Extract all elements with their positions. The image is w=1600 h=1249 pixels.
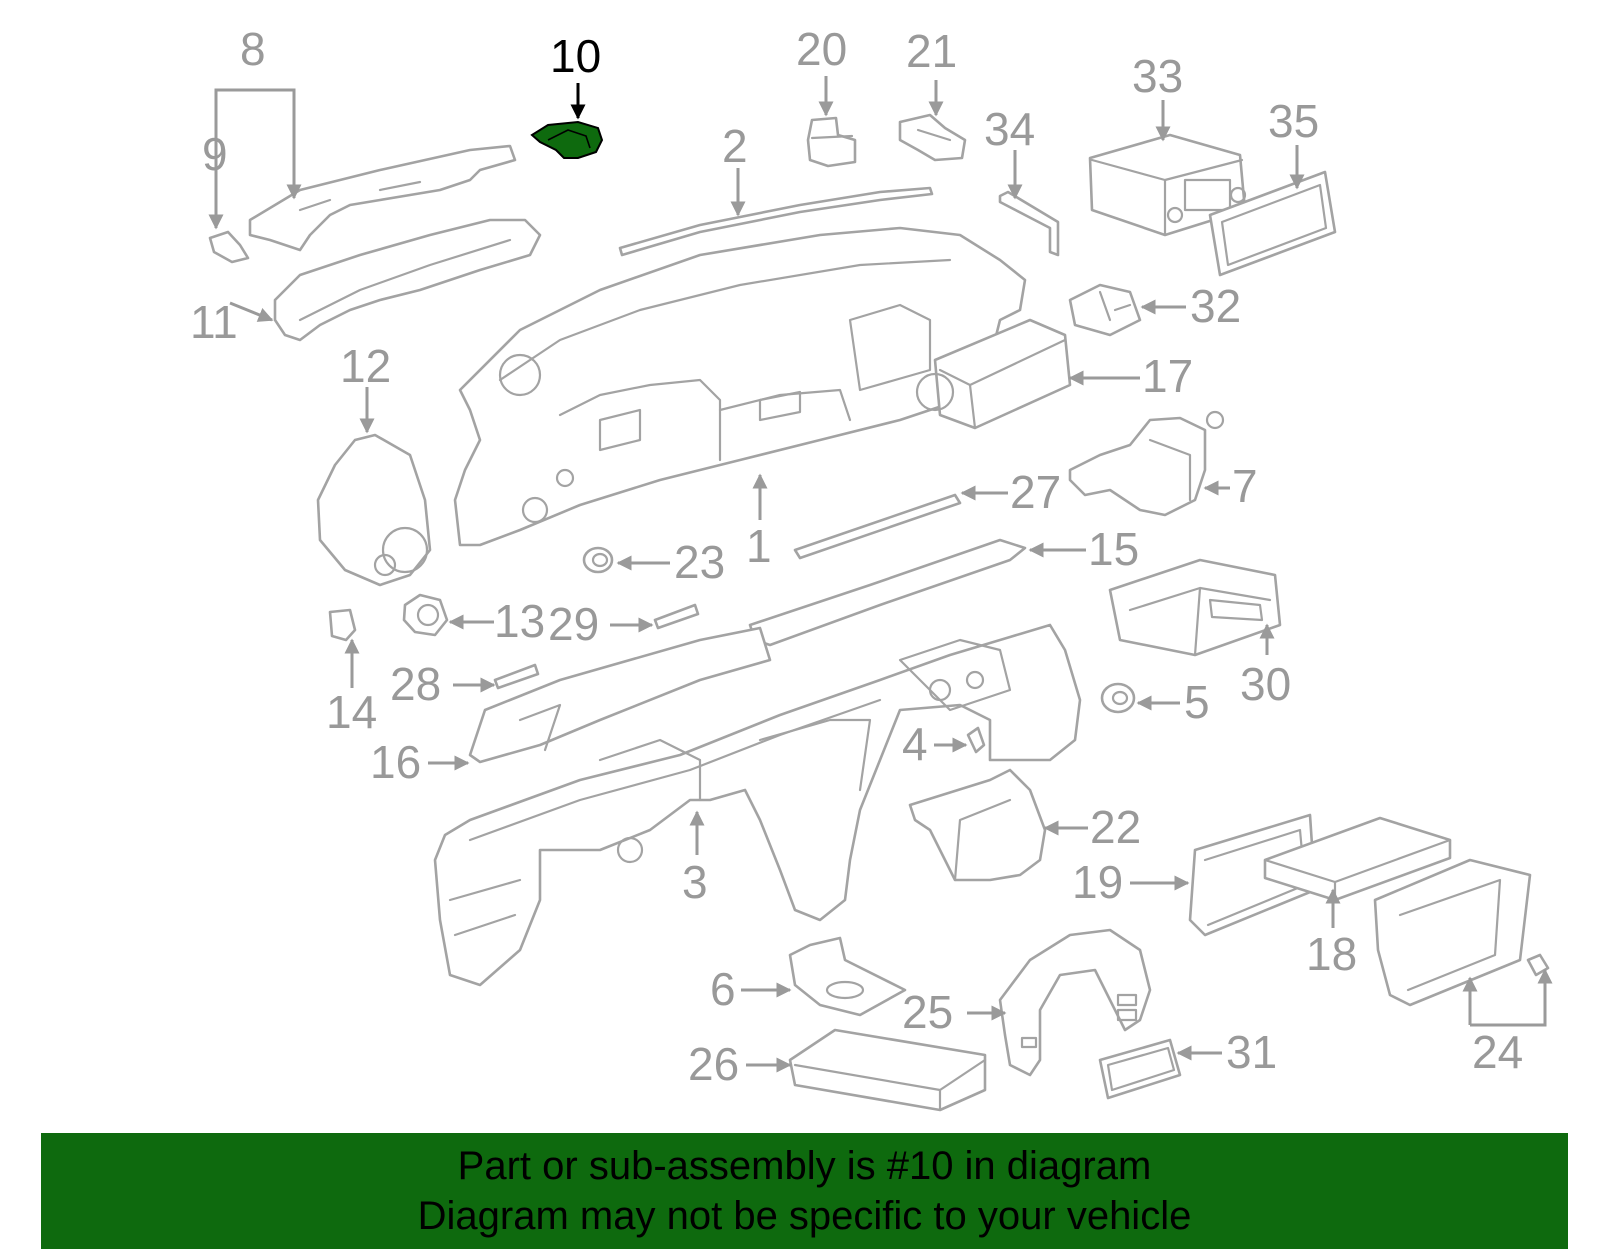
- part-20-switch: [806, 116, 857, 168]
- callout-25: 25: [902, 986, 953, 1038]
- part-16-duct: [468, 626, 772, 764]
- callout-23: 23: [674, 536, 725, 588]
- callout-3: 3: [682, 856, 708, 908]
- part-14-clip: [328, 608, 357, 642]
- info-banner: Part or sub-assembly is #10 in diagram D…: [41, 1133, 1568, 1249]
- part-30-cupholder: [1108, 558, 1282, 657]
- part-10-highlighted: [530, 120, 604, 159]
- part-4-clip: [966, 726, 986, 754]
- part-15-panel: [748, 538, 1027, 647]
- callout-31: 31: [1226, 1026, 1277, 1078]
- callout-24: 24: [1472, 1026, 1523, 1078]
- part-21-switch: [898, 113, 967, 162]
- callout-34: 34: [984, 103, 1035, 155]
- callout-10: 10: [550, 30, 601, 82]
- part-31-plate: [1098, 1038, 1182, 1100]
- part-35-bezel: [1208, 170, 1337, 277]
- part-6-bracket: [788, 936, 907, 1017]
- callout-28: 28: [390, 658, 441, 710]
- leader-lines: [208, 76, 1553, 1073]
- callout-27: 27: [1010, 466, 1061, 518]
- callout-1: 1: [746, 520, 772, 572]
- part-3-crossbeam: [433, 623, 1082, 987]
- callout-18: 18: [1306, 928, 1357, 980]
- callout-15: 15: [1088, 523, 1139, 575]
- callout-26: 26: [688, 1038, 739, 1090]
- callout-32: 32: [1190, 280, 1241, 332]
- callout-12: 12: [340, 340, 391, 392]
- callout-14: 14: [326, 686, 377, 738]
- callout-17: 17: [1142, 350, 1193, 402]
- callout-29: 29: [548, 598, 599, 650]
- part-11-lower-trim: [273, 218, 542, 342]
- callout-22: 22: [1090, 801, 1141, 853]
- part-22-duct: [908, 768, 1047, 882]
- callout-9: 9: [202, 128, 228, 180]
- banner-line-2: Diagram may not be specific to your vehi…: [417, 1194, 1192, 1238]
- callout-2: 2: [722, 120, 748, 172]
- part-29-clip: [653, 603, 700, 630]
- part-25-bezel: [998, 928, 1152, 1077]
- part-24-console-box: [1373, 858, 1550, 1007]
- callout-labels: 10 8 9 11 2 20 21 34 33 35 32 17 7 27 15…: [190, 23, 1523, 1090]
- part-28-clip: [493, 663, 540, 690]
- callout-21: 21: [906, 25, 957, 77]
- part-13-switch: [402, 593, 449, 637]
- part-32-switch: [1068, 283, 1142, 337]
- callout-11: 11: [190, 296, 238, 348]
- callout-8: 8: [240, 23, 266, 75]
- part-8-upper-trim: [248, 144, 517, 252]
- part-5-grommet: [1100, 682, 1136, 714]
- callout-13: 13: [494, 595, 545, 647]
- callout-19: 19: [1072, 856, 1123, 908]
- callout-6: 6: [710, 963, 736, 1015]
- part-1-instrument-panel: [453, 226, 1027, 547]
- callout-16: 16: [370, 736, 421, 788]
- part-2-strip: [618, 186, 934, 257]
- part-33-radio: [1088, 133, 1247, 237]
- callout-7: 7: [1232, 460, 1258, 512]
- part-34-bracket: [998, 190, 1060, 257]
- part-9-clip: [208, 230, 250, 264]
- callout-30: 30: [1240, 658, 1291, 710]
- part-12-column-cover: [316, 433, 432, 587]
- part-7-vent: [1068, 410, 1225, 517]
- part-23-grommet: [582, 546, 614, 574]
- banner-line-1: Part or sub-assembly is #10 in diagram: [457, 1144, 1152, 1188]
- callout-4: 4: [902, 718, 928, 770]
- callout-5: 5: [1184, 676, 1210, 728]
- callout-33: 33: [1132, 50, 1183, 102]
- callout-20: 20: [796, 23, 847, 75]
- part-27-rod: [793, 493, 962, 560]
- part-26-bin: [788, 1028, 987, 1112]
- callout-35: 35: [1268, 95, 1319, 147]
